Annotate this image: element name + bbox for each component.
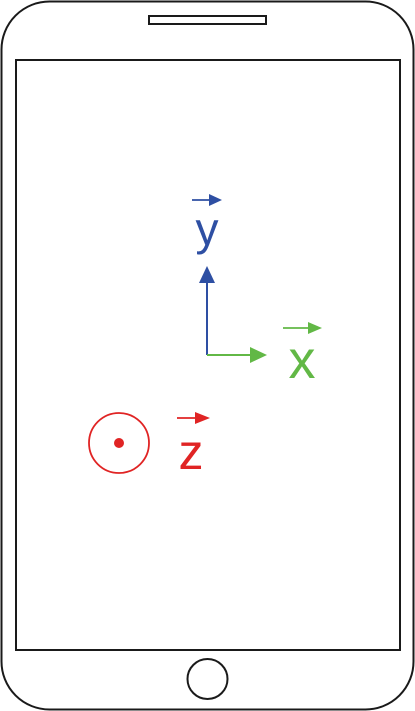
z-vector-label: z bbox=[177, 412, 210, 480]
speaker-slot bbox=[148, 15, 267, 25]
y-vector-label: y bbox=[192, 194, 222, 255]
z-axis-symbol bbox=[88, 412, 150, 474]
y-axis-arrowhead bbox=[199, 266, 215, 283]
z-vector-overarrow-head bbox=[195, 412, 210, 424]
home-button bbox=[186, 658, 229, 700]
x-axis-label: x bbox=[289, 330, 316, 390]
x-axis-arrowhead bbox=[250, 347, 267, 363]
z-axis-label: z bbox=[179, 424, 204, 480]
z-axis-circle bbox=[88, 412, 150, 474]
x-vector-label: x bbox=[283, 322, 322, 390]
x-vector-overarrow-head bbox=[308, 322, 322, 334]
z-axis-dot bbox=[114, 438, 124, 448]
y-vector-overarrow-head bbox=[209, 194, 222, 206]
y-axis-label: y bbox=[196, 203, 219, 255]
